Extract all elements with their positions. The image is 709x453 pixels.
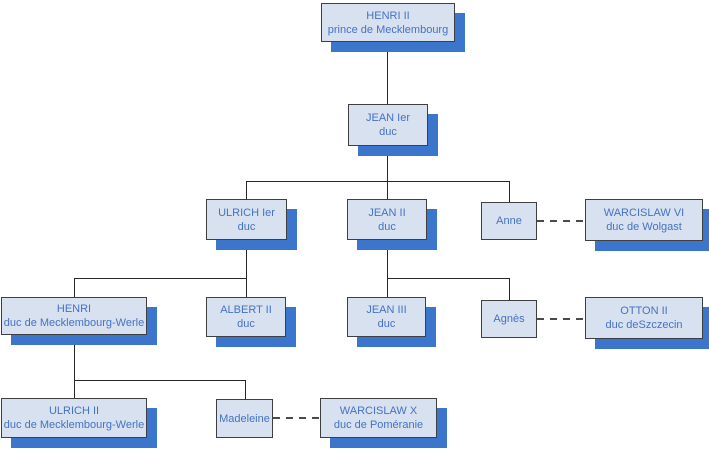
person-name: JEAN II	[368, 206, 406, 219]
person-name: JEAN III	[366, 304, 407, 316]
marriage-connector-dashed	[273, 417, 320, 419]
marriage-connector-dashed	[537, 318, 585, 320]
person-title: duc de Wolgast	[606, 221, 682, 233]
person-name: JEAN Ier	[365, 112, 410, 124]
tree-connector-horizontal	[387, 278, 509, 279]
tree-node-ulrich-ii: ULRICH II duc de Mecklembourg-Werle	[1, 398, 147, 438]
tree-connector-vertical	[387, 146, 388, 181]
tree-connector-vertical	[246, 278, 247, 297]
person-title: duc de Poméranie	[333, 419, 424, 431]
person-title: duc de Mecklembourg-Werle	[3, 317, 145, 329]
tree-connector-vertical	[74, 335, 75, 398]
tree-connector-vertical	[387, 42, 388, 104]
person-name: ULRICH Ier	[218, 206, 275, 219]
person-name: WARCISLAW X	[339, 405, 418, 417]
tree-connector-vertical	[246, 240, 247, 278]
person-name: Agnès	[493, 313, 525, 325]
person-title: duc de Mecklembourg-Werle	[3, 419, 145, 431]
tree-connector-vertical	[387, 181, 388, 199]
tree-node-henri: HENRI duc de Mecklembourg-Werle	[1, 297, 147, 335]
marriage-connector-dashed	[537, 220, 585, 222]
person-name: Anne	[496, 215, 522, 227]
person-title: duc	[379, 126, 397, 138]
tree-node-warcislaw-x: WARCISLAW X duc de Poméranie	[320, 398, 437, 438]
tree-node-agnes: Agnès	[481, 300, 537, 338]
tree-node-anne: Anne	[481, 202, 537, 240]
tree-node-madeleine: Madeleine	[216, 399, 273, 438]
tree-connector-horizontal	[74, 278, 246, 279]
tree-node-albert-ii: ALBERT II duc	[206, 297, 286, 337]
tree-connector-vertical	[74, 278, 75, 297]
person-name: ALBERT II	[220, 304, 272, 316]
person-name: WARCISLAW VI	[603, 207, 685, 219]
tree-connector-vertical	[245, 380, 246, 399]
person-name: HENRI II	[366, 9, 410, 22]
person-name: Madeleine	[219, 412, 270, 425]
tree-connector-vertical	[387, 240, 388, 297]
tree-connector-vertical	[509, 278, 510, 300]
tree-node-jean-ier: JEAN Ier duc	[348, 104, 428, 146]
person-title: duc deSzczecin	[605, 319, 683, 331]
tree-connector-horizontal	[74, 380, 245, 381]
person-name: OTTON II	[620, 305, 668, 317]
tree-connector-vertical	[246, 181, 247, 199]
tree-connector-vertical	[509, 181, 510, 202]
person-name: HENRI	[56, 303, 92, 315]
person-title: duc	[237, 318, 255, 330]
tree-connector-horizontal	[246, 181, 509, 182]
tree-node-jean-iii: JEAN III duc	[347, 297, 426, 337]
tree-node-warcislaw-vi: WARCISLAW VI duc de Wolgast	[585, 199, 703, 241]
person-title: duc	[237, 220, 256, 233]
person-title: duc	[377, 318, 396, 330]
person-title: prince de Mecklembourg	[327, 23, 449, 36]
person-title: duc	[378, 220, 396, 233]
person-name: ULRICH II	[48, 405, 100, 417]
tree-node-otton-ii: OTTON II duc deSzczecin	[585, 297, 703, 339]
